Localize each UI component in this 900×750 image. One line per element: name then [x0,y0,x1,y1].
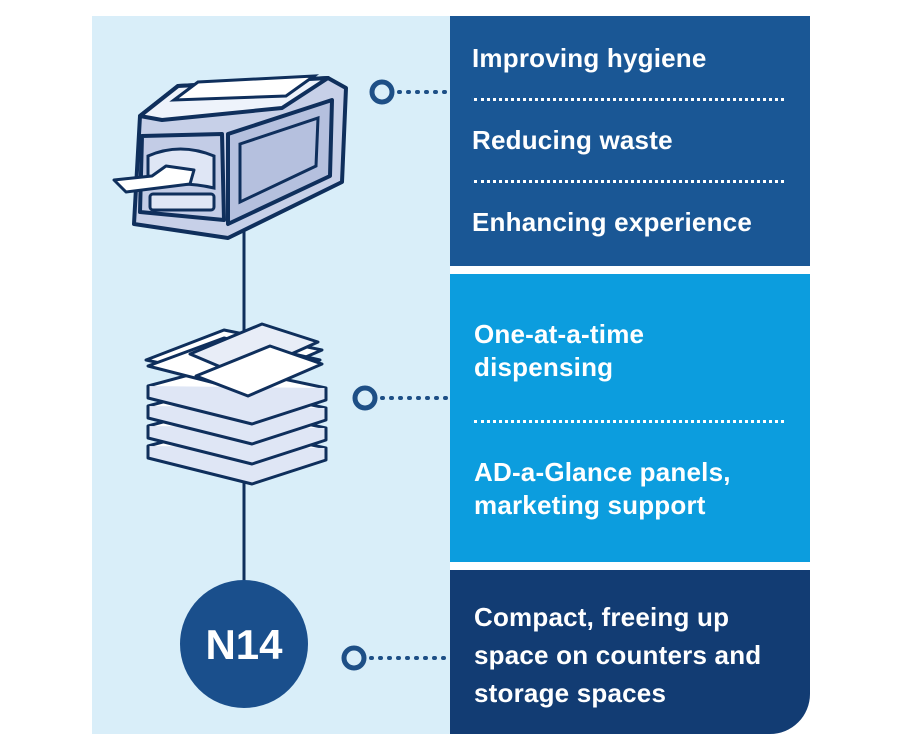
illustration-diagram: N14 [112,74,450,708]
badge-label: N14 [205,621,283,668]
benefit-item: Improving hygiene [472,43,707,73]
connector-3 [341,645,450,671]
connector-2 [352,385,450,411]
benefit-item: Enhancing experience [472,207,752,237]
feature-item: AD-a-Glance panels, marketing support [474,457,731,520]
napkin-dispenser-icon [112,74,348,240]
dotted-divider [474,180,784,183]
benefits-panel: Improving hygiene Reducing waste Enhanci… [450,16,810,266]
compact-panel: Compact, freeing up space on counters an… [450,570,810,734]
connector-1 [369,79,450,105]
napkin-stack-icon [144,322,328,486]
dotted-divider [474,98,784,101]
dotted-divider [474,420,784,423]
features-panel: One-at-a-time dispensing AD-a-Glance pan… [450,274,810,562]
n14-badge: N14 [180,580,308,708]
compact-item: Compact, freeing up space on counters an… [474,602,762,708]
feature-item: One-at-a-time dispensing [474,319,645,382]
benefit-item: Reducing waste [472,125,673,155]
